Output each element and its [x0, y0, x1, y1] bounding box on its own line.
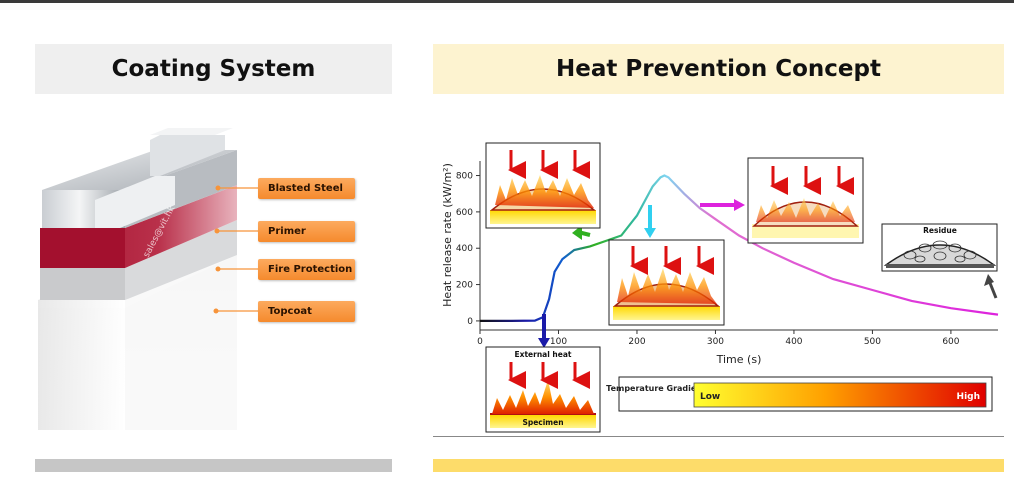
gray-arrow [988, 282, 998, 299]
x-tick-label: 600 [942, 337, 959, 347]
y-tick-label: 800 [456, 172, 473, 182]
y-axis-label: Heat release rate (kW/m²) [441, 163, 454, 307]
svg-text:Specimen: Specimen [522, 418, 563, 427]
tag-fire-protection: Fire Protection [258, 259, 355, 280]
coating-system-title: Coating System [35, 44, 392, 94]
y-tick-label: 0 [467, 317, 473, 327]
leader-lines [216, 187, 258, 312]
x-tick-label: 100 [550, 337, 567, 347]
legend-low: Low [700, 392, 720, 402]
heat-prevention-title: Heat Prevention Concept [433, 44, 1004, 94]
inset-external-heat: External heat Specimen [485, 346, 601, 433]
temperature-legend: Temperature Gradient Low High [606, 376, 993, 412]
inset-late-char [747, 157, 864, 244]
tag-blasted-steel: Blasted Steel [258, 178, 355, 199]
svg-text:External heat: External heat [515, 350, 572, 359]
x-tick-label: 500 [864, 337, 881, 347]
inset-early-char [485, 142, 601, 229]
right-footer-bar [433, 459, 1004, 472]
x-tick-label: 200 [628, 337, 645, 347]
x-tick-label: 300 [707, 337, 724, 347]
y-tick-label: 200 [456, 281, 473, 291]
legend-high: High [957, 392, 980, 402]
y-tick-label: 400 [456, 244, 473, 254]
divider-line [433, 436, 1004, 437]
tag-topcoat: Topcoat [258, 301, 355, 322]
svg-text:Residue: Residue [923, 226, 957, 235]
tag-primer: Primer [258, 221, 355, 242]
x-axis-label: Time (s) [716, 353, 762, 366]
top-border [0, 0, 1014, 3]
legend-title: Temperature Gradient [606, 384, 706, 393]
inset-peak-char [608, 239, 725, 326]
x-tick-label: 0 [477, 337, 483, 347]
inset-residue: Residue [881, 223, 998, 272]
heat-release-curve [480, 174, 999, 322]
left-footer-bar [35, 459, 392, 472]
x-tick-label: 400 [785, 337, 802, 347]
y-tick-label: 600 [456, 208, 473, 218]
